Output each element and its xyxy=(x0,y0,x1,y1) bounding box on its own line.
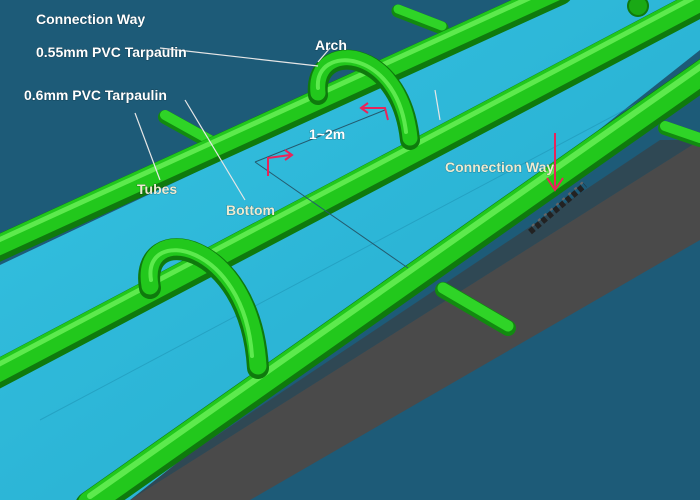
label-tarpaulin-055: 0.55mm PVC Tarpaulin xyxy=(36,44,187,60)
label-arch: Arch xyxy=(315,37,347,53)
connection-zipper xyxy=(528,181,587,235)
label-tarpaulin-06: 0.6mm PVC Tarpaulin xyxy=(24,87,167,103)
label-tubes: Tubes xyxy=(137,181,177,197)
main-tube-3 xyxy=(76,58,700,500)
label-connection-way-right: Connection Way xyxy=(445,159,554,175)
floor-strip-shade xyxy=(130,140,700,500)
label-bottom: Bottom xyxy=(226,202,275,218)
arch-bottom xyxy=(138,238,269,379)
tube-end-cap xyxy=(627,0,649,17)
label-connection-way-top: Connection Way xyxy=(36,11,145,27)
bottom-seam xyxy=(39,69,700,421)
arch-top xyxy=(307,49,420,150)
main-tube-2 xyxy=(0,0,700,389)
leader-lines xyxy=(134,47,441,201)
stub-tubes xyxy=(158,4,700,336)
main-tube-1 xyxy=(0,0,571,262)
dimension-guides xyxy=(254,109,409,269)
label-dimension: 1~2m xyxy=(309,126,345,142)
red-markers xyxy=(267,102,564,192)
